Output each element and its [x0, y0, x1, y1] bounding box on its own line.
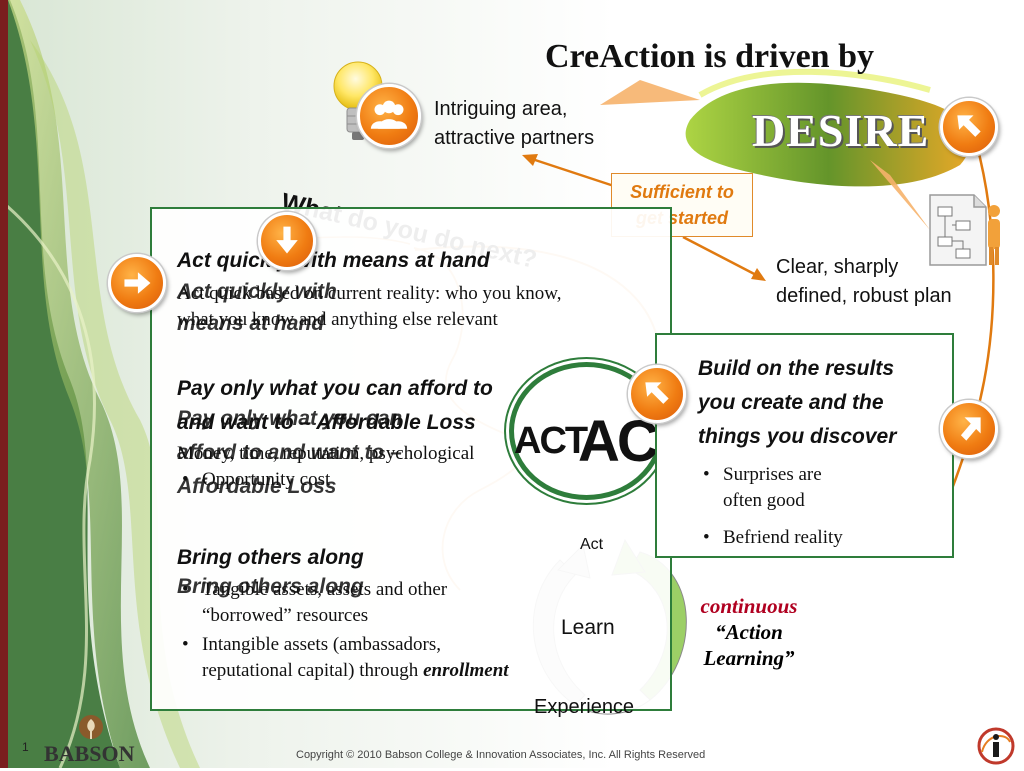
continuous-word: continuous [700, 594, 798, 618]
arrow-up-left-icon-act [628, 365, 686, 423]
clear-plan-note: Clear, sharply defined, robust plan [776, 253, 952, 311]
section1-dup-line-1: Act quickly with [177, 280, 337, 303]
section1-dup-line-2: means at hand [177, 312, 325, 335]
section2-body-line-1: Money, time, reputation, psychological [177, 443, 475, 464]
section2-dup-line-2: afford to and want to – [177, 441, 402, 464]
section3-bullet-1: Tangible assets, assets and other “borro… [182, 577, 448, 629]
people-icon [357, 84, 421, 148]
right-bullet-2: Befriend reality [703, 525, 843, 551]
section2-heading-line-1: Pay only what you can afford to [177, 377, 493, 400]
action-word: “Action [715, 620, 783, 644]
right-bullet1-line-1: Surprises are [723, 464, 822, 485]
section3-bullet2-line-2: reputational capital) through enrollment [202, 658, 509, 684]
intriguing-line-2: attractive partners [434, 127, 595, 149]
section1-body: Act quick based on current reality: who … [177, 281, 561, 333]
clear-line-2: defined, robust plan [776, 285, 952, 307]
section1-heading: Act quickly with means at hand [177, 249, 490, 272]
section3-bullet1-line-1: Tangible assets, assets and other [202, 579, 448, 600]
intriguing-note: Intriguing area, attractive partners [434, 95, 594, 153]
cycle-act-label: Act [580, 536, 604, 553]
sufficient-box: Sufficient to get started [611, 173, 753, 237]
page-number: 1 [22, 740, 29, 754]
babson-tree-icon [78, 714, 104, 742]
act-oval [509, 362, 664, 500]
section2-heading: Pay only what you can afford to and want… [177, 372, 493, 440]
section1-body-line-2: what you know and anything else relevant [177, 309, 498, 330]
learning-word: Learning” [703, 646, 795, 670]
copyright-notice: Copyright © 2010 Babson College & Innova… [296, 749, 706, 761]
section3-bullet2-text: reputational capital) through [202, 660, 419, 681]
left-accent-bar [0, 0, 8, 768]
babson-logo-text: BABSON [44, 741, 135, 766]
section2-heading-line-2: and want to – Affordable Loss [177, 411, 476, 434]
section1-heading-duplicate: Act quickly with means at hand [177, 276, 337, 340]
section3-bullet-2: Intangible assets (ambassadors, reputati… [182, 632, 509, 684]
intriguing-line-1: Intriguing area, [434, 98, 568, 120]
cycle-experience-label: Experience [534, 696, 635, 718]
slide-title: CreAction is driven by [545, 38, 874, 75]
desire-word: DESIRE [752, 105, 930, 156]
section3-bullet1-line-2: “borrowed” resources [202, 605, 369, 626]
arrow-up-left-icon-desire [940, 98, 998, 156]
right-heading-line-1: Build on the results [698, 357, 895, 380]
clear-line-1: Clear, sharply [776, 256, 899, 278]
enrollment-emphasis: enrollment [423, 660, 509, 681]
section1-body-line-1: Act quick based on current reality: who … [177, 283, 562, 304]
continuous-action-learning: continuous “Action Learning” [680, 593, 818, 671]
act-small-label: ACT [514, 420, 588, 462]
right-heading-line-2: you create and the [698, 391, 884, 414]
arrow-up-right-icon [940, 400, 998, 458]
right-heading-line-3: things you discover [698, 425, 897, 448]
plan-flowchart-icon [926, 191, 1008, 271]
section3-heading: Bring others along [177, 546, 364, 569]
section3-bullet2-line-1: Intangible assets (ambassadors, [202, 634, 442, 655]
sufficient-line-1: Sufficient to [630, 182, 734, 202]
section2-bullet-1: Opportunity cost [182, 467, 330, 493]
right-bullet1-line-2: often good [723, 490, 805, 511]
arrow-down-icon [258, 212, 316, 270]
arrow-right-icon [108, 254, 166, 312]
build-on-results-box [655, 333, 954, 558]
section2-dup-line-1: Pay only what you can [177, 407, 403, 430]
cycle-learn-label: Learn [561, 616, 615, 639]
info-icon [976, 726, 1016, 766]
right-heading: Build on the results you create and the … [698, 352, 896, 454]
right-bullet-1: Surprises are often good [703, 462, 822, 514]
